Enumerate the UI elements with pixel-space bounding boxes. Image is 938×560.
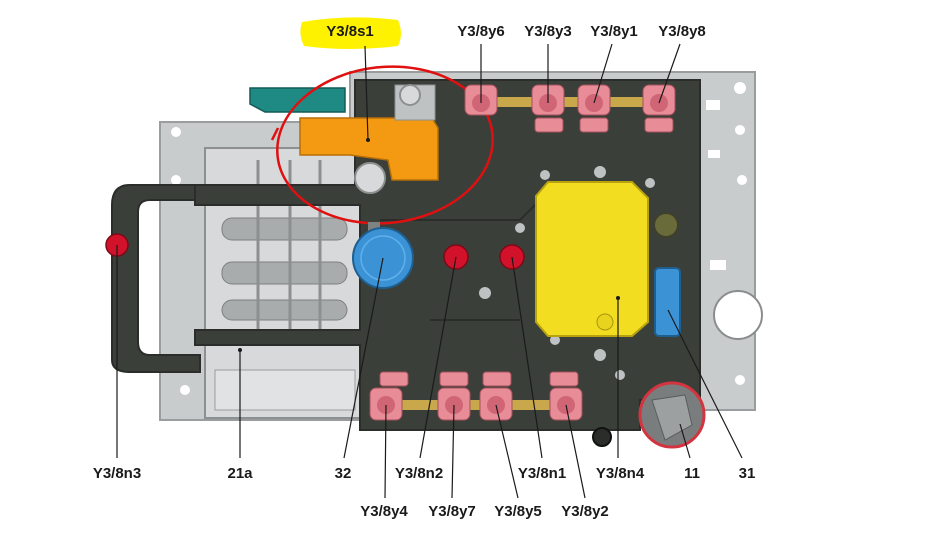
top-solenoids <box>464 84 676 133</box>
label-y3-8y4: Y3/8y4 <box>360 503 408 520</box>
connector-11 <box>638 381 706 449</box>
label-21a: 21a <box>227 465 253 482</box>
leader-lines <box>116 43 743 499</box>
solenoid-block <box>535 181 649 337</box>
label-y3-8y5: Y3/8y5 <box>494 503 542 520</box>
label-31: 31 <box>738 465 756 482</box>
label-y3-8n4: Y3/8n4 <box>595 465 645 482</box>
label-y3-8y2: Y3/8y2 <box>561 503 609 520</box>
label-y3-8y3: Y3/8y3 <box>524 23 572 40</box>
leader-dots <box>238 138 620 352</box>
blue-connector-31 <box>654 267 681 337</box>
label-y3-8n2: Y3/8n2 <box>394 465 444 482</box>
label-y3-8s1: Y3/8s1 <box>326 23 374 40</box>
annotation-circle <box>276 65 494 225</box>
label-y3-8n1: Y3/8n1 <box>517 465 567 482</box>
label-highlight <box>300 17 401 49</box>
label-y3-8y6: Y3/8y6 <box>457 23 505 40</box>
bottom-solenoids <box>369 371 583 421</box>
label-y3-8y8: Y3/8y8 <box>658 23 706 40</box>
label-11: 11 <box>684 465 700 482</box>
label-y3-8y7: Y3/8y7 <box>428 503 476 520</box>
selector-lever <box>249 87 346 113</box>
position-sensor-bracket <box>299 84 439 194</box>
label-y3-8y1: Y3/8y1 <box>590 23 638 40</box>
label-32: 32 <box>334 465 352 482</box>
label-y3-8n3: Y3/8n3 <box>92 465 142 482</box>
